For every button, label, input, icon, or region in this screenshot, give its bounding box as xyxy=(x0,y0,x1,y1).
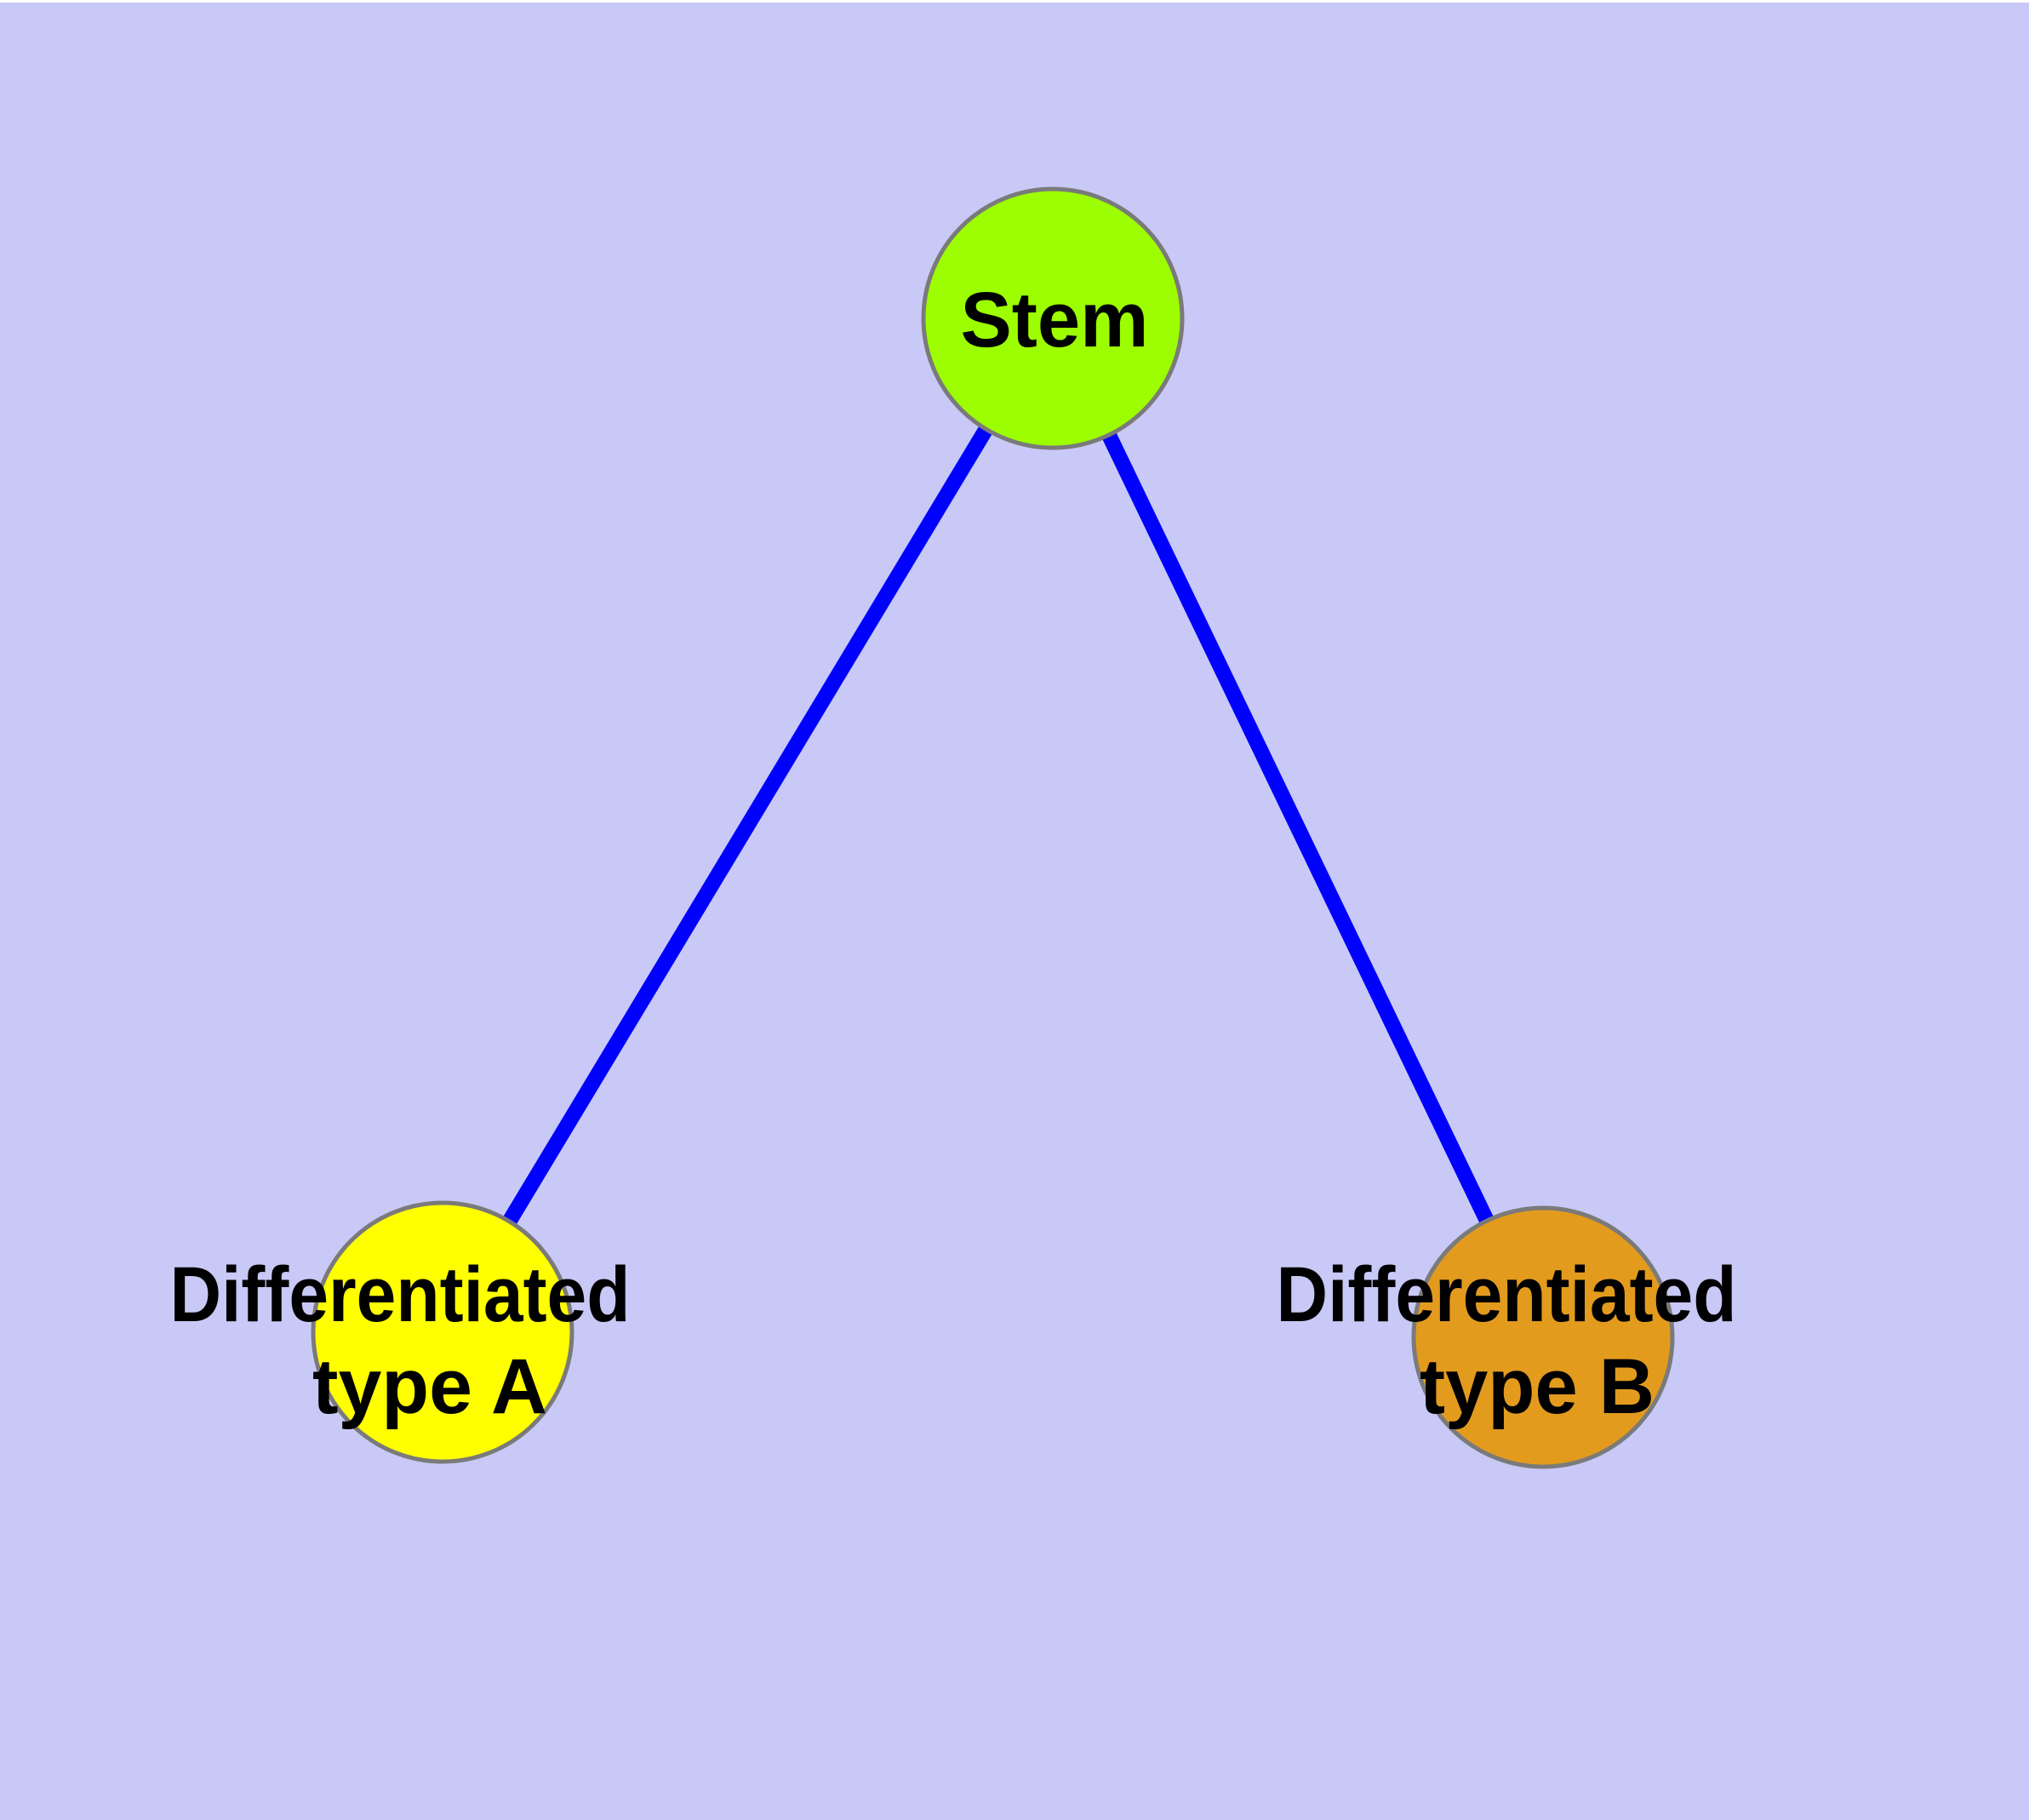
node-stem-label: Stem xyxy=(961,277,1149,363)
node-type-a-label-line2: type A xyxy=(312,1343,547,1430)
node-stem-circle xyxy=(921,186,1185,450)
node-differentiated-type-b: Differentiated type B xyxy=(1277,1205,1737,1469)
node-type-b-label-line2: type B xyxy=(1420,1343,1655,1430)
edge-stem-to-type-a xyxy=(436,314,1060,1336)
node-type-b-label-line1: Differentiated xyxy=(1277,1251,1737,1338)
top-border-strip xyxy=(0,0,2029,3)
node-type-a-circle xyxy=(311,1200,574,1464)
node-type-b-circle xyxy=(1411,1205,1675,1469)
node-stem: Stem xyxy=(921,186,1185,450)
node-differentiated-type-a: Differentiated type A xyxy=(170,1200,631,1464)
node-type-a-label-line1: Differentiated xyxy=(170,1251,631,1338)
edge-stem-to-type-b xyxy=(1045,315,1551,1341)
